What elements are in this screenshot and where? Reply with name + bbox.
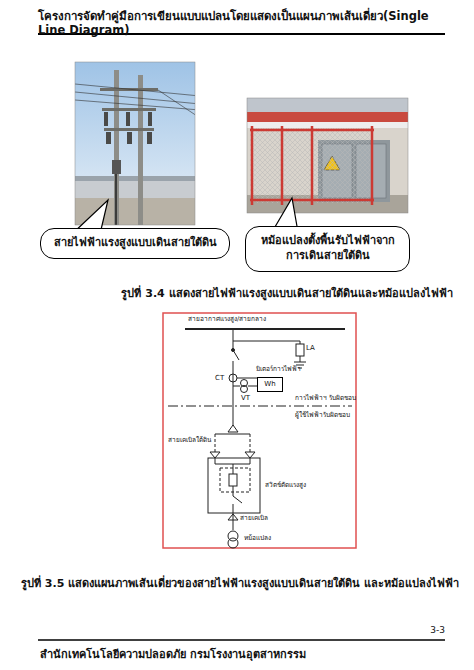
part-label: LA: [306, 344, 315, 352]
figure-frame: [163, 313, 356, 548]
wire: [233, 386, 240, 387]
drawing-part: [102, 108, 156, 111]
la-symbol: [296, 344, 304, 356]
wire: [248, 386, 257, 387]
part-label: มิเตอร์การไฟฟ้า: [256, 366, 301, 374]
figure-caption: รูปที่ 3.5 แสดงแผนภาพเส้นเดี่ยวของสายไฟฟ…: [21, 577, 459, 590]
callout-bubble: หม้อแปลงตั้งพื้นรับไฟฟ้าจาก การเดินสายใต…: [245, 226, 410, 272]
drawing-part: [106, 132, 111, 144]
callout-text: สายไฟฟ้าแรงสูงแบบเดินสายใต้ดิน: [49, 236, 221, 251]
drawing-part: [115, 174, 117, 225]
switchgear-box: [208, 458, 260, 513]
busbar: [185, 328, 345, 330]
photo-frame: [75, 62, 195, 225]
wire: [233, 504, 234, 530]
photo-frame: [247, 98, 408, 213]
cable: [250, 434, 251, 452]
drawing-part: [75, 176, 195, 181]
line-label: สายอากาศแรงสูง/สายกลาง: [188, 316, 266, 324]
drawing-part: [75, 62, 195, 225]
single-line-diagram: [163, 313, 356, 548]
part-label: VT: [241, 394, 250, 402]
part-label: สายเคเบิลใต้ดิน: [168, 437, 211, 445]
part-label: CT: [215, 374, 224, 382]
drawing-part: [247, 98, 408, 112]
callout-text: หม้อแปลงตั้งพื้นรับไฟฟ้าจาก การเดินสายใต…: [254, 234, 401, 264]
vt-symbol: [241, 386, 248, 393]
drawing-part: [371, 126, 374, 205]
figure-caption: รูปที่ 3.4 แสดงสายไฟฟ้าแรงสูงแบบเดินสายใ…: [121, 287, 452, 300]
cable-termination: [210, 452, 220, 458]
page-footer: สำนักเทคโนโลยีความปลอดภัย กรมโรงงานอุตสา…: [40, 648, 306, 661]
wire: [233, 486, 234, 496]
meter-label: Wh: [260, 380, 280, 389]
drawing-part: [147, 132, 152, 144]
drawing-part: [114, 70, 119, 225]
drawing-part: [126, 112, 130, 126]
part-label: สวิตช์ตัดแรงสูง: [265, 482, 306, 490]
switch-blade: [233, 496, 242, 503]
cable-termination: [228, 514, 238, 520]
footer-rule: [38, 639, 445, 641]
drawing-part: [247, 98, 408, 213]
wire: [237, 378, 257, 379]
pole-photo: [75, 62, 195, 225]
zone-label: การไฟฟ้าฯ รับผิดชอบ: [295, 395, 356, 403]
wire: [233, 361, 234, 426]
meter-box: Wh: [257, 377, 283, 392]
wire: [300, 356, 301, 362]
part-label: หม้อแปลง: [244, 535, 271, 543]
drawing-part: [148, 112, 152, 126]
cable: [215, 434, 216, 452]
boundary-line: [168, 406, 352, 407]
drawing-part: [311, 126, 314, 205]
drawing-part: [127, 132, 132, 144]
zone-label: ผู้ใช้ไฟฟ้ารับผิดชอบ: [295, 412, 350, 420]
wire: [215, 434, 250, 435]
cable-termination: [245, 452, 255, 458]
ct-symbol: [229, 374, 237, 382]
page-header: โครงการจัดทำคู่มือการเขียนแบบแปลนโดยแสดง…: [38, 10, 448, 38]
part-label: สายเคเบิล: [240, 515, 268, 523]
drawing-part: [281, 126, 284, 205]
drawing-part: [251, 126, 254, 205]
drawing-part: [250, 126, 374, 205]
page-number: 3-3: [430, 625, 445, 636]
drawing-part: [138, 75, 143, 225]
drawing-part: [75, 84, 195, 118]
fuse-switch-enclosure: [220, 468, 250, 492]
fuse-symbol: [229, 474, 237, 486]
drawing-part: [104, 112, 152, 144]
drawing-part: [247, 112, 408, 122]
wire: [300, 341, 301, 344]
drawing-part: [112, 160, 121, 174]
drawing-part: [250, 199, 374, 202]
drawing-part: [250, 129, 374, 132]
drawing-part: [104, 112, 108, 126]
drawing-part: [100, 88, 158, 91]
wire: [233, 329, 234, 350]
transformer-symbol: [228, 538, 238, 548]
drawing-part: [250, 128, 370, 203]
wire: [233, 464, 234, 474]
cable-termination: [228, 425, 238, 432]
wire: [233, 341, 300, 342]
drawing-part: [104, 128, 154, 131]
drawing-part: [247, 122, 408, 128]
callout-bubble: สายไฟฟ้าแรงสูงแบบเดินสายใต้ดิน: [40, 228, 230, 259]
wire: [215, 458, 216, 464]
disconnect-blade: [233, 350, 239, 360]
wire: [250, 458, 251, 464]
transformer-photo: [247, 98, 408, 213]
drawing-part: [75, 180, 195, 198]
